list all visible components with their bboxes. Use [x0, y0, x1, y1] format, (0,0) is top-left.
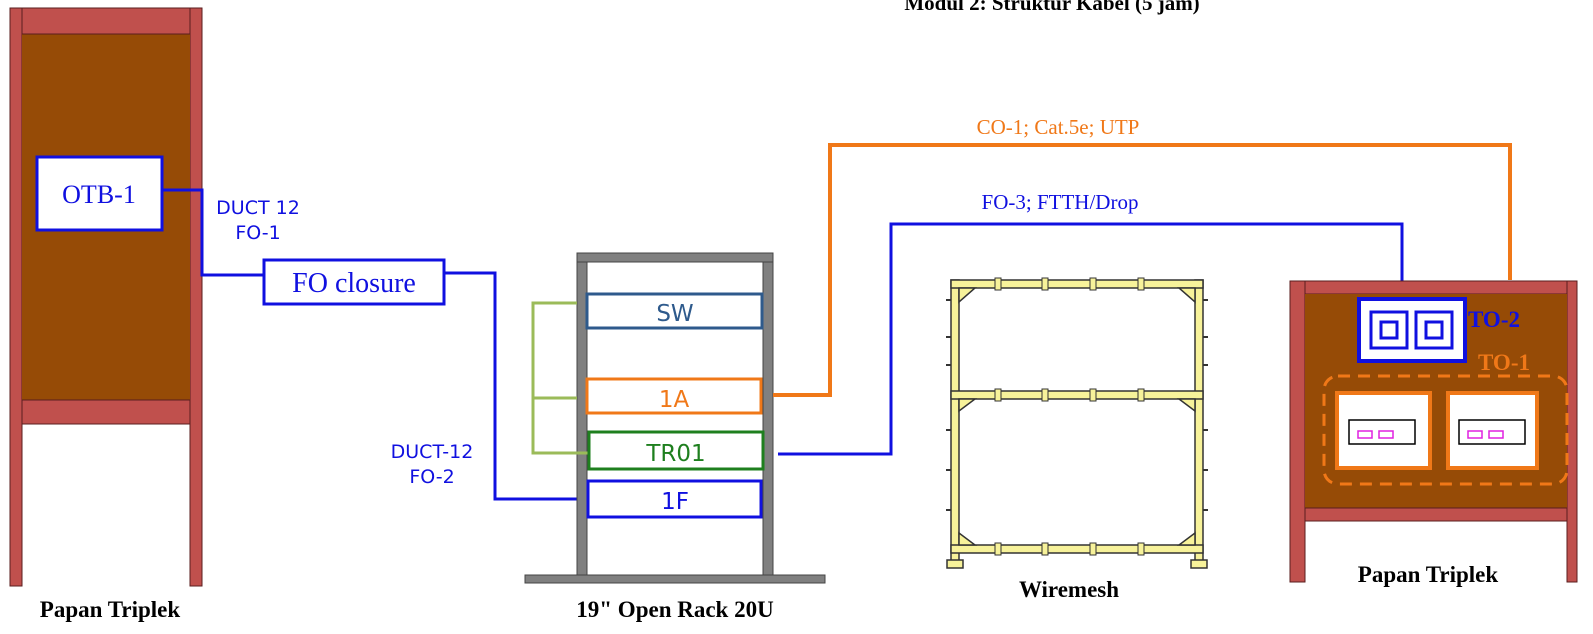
duct-top-label: DUCT 12 [216, 197, 300, 219]
rack-unit-1a-label: 1A [659, 387, 690, 413]
wiremesh-gusset [958, 398, 978, 413]
open-rack [524, 252, 826, 584]
duct-bottom-label: DUCT-12 [391, 441, 474, 463]
wiremesh-foot [1190, 559, 1208, 569]
left-board [9, 7, 203, 587]
wiremesh-clip [994, 542, 1002, 556]
fo-closure-label: FO closure [292, 268, 416, 299]
wiremesh-clip [1041, 277, 1049, 291]
wiremesh-clips [994, 277, 1145, 556]
left-board-post-left [9, 7, 23, 587]
fiber-cable-label: FO-3; FTTH/Drop [982, 190, 1139, 214]
wiremesh-clip [1041, 388, 1049, 402]
rack-unit-1a [585, 377, 763, 415]
right-board-post-left [1289, 280, 1306, 583]
wiremesh-gusset [1177, 287, 1196, 304]
to1-socket-right-pin [1488, 430, 1504, 439]
wiremesh-middle-bar [950, 390, 1204, 400]
right-board-label: Papan Triplek [1358, 562, 1499, 587]
rack-unit-tr01 [587, 430, 765, 471]
left-board-bottom-rail [21, 399, 191, 425]
rack-unit-1f [586, 479, 763, 519]
to1-socket-right-pin [1467, 430, 1483, 439]
duct-bottom-fo-label: FO-2 [409, 466, 454, 488]
wiremesh-clip [1137, 542, 1145, 556]
wiremesh-clip [1089, 277, 1097, 291]
wiremesh-bottom-bar [950, 544, 1204, 554]
left-board-top-rail [21, 7, 191, 35]
wiremesh-gusset [1176, 398, 1196, 413]
wiremesh-right-post [1194, 279, 1204, 566]
left-board-label: Papan Triplek [40, 597, 181, 622]
copper-cable-label: CO-1; Cat.5e; UTP [977, 115, 1140, 139]
wiremesh-clip [1137, 277, 1145, 291]
wiremesh-left-post [950, 279, 960, 566]
otb-label: OTB-1 [62, 180, 136, 209]
wiremesh-clip [994, 388, 1002, 402]
wiremesh-frame [946, 279, 1208, 569]
to1-label: TO-1 [1478, 350, 1530, 375]
to1-group-outline [1322, 374, 1569, 486]
rack-base [524, 574, 826, 584]
wiremesh-clip [1137, 388, 1145, 402]
rack-top [576, 252, 774, 263]
wiremesh-clip [1089, 542, 1097, 556]
to1-socket-left-pin [1357, 430, 1373, 439]
rack-unit-sw [585, 292, 764, 330]
patch-cord-1a-tr01 [531, 396, 588, 455]
to2-label: TO-2 [1468, 307, 1520, 332]
wiremesh-foot [946, 559, 964, 569]
wiremesh-gusset [958, 287, 977, 304]
duct-top-fo-label: FO-1 [235, 222, 280, 244]
right-board-post-right [1566, 280, 1578, 583]
otb-box [35, 155, 164, 232]
rack-label: 19" Open Rack 20U [576, 597, 774, 622]
right-board-bottom-rail [1304, 507, 1568, 522]
to1-socket-left-pin [1378, 430, 1394, 439]
rack-unit-1f-label: 1F [661, 489, 689, 515]
rack-rail-right [762, 252, 774, 576]
patch-cord-sw-1a [531, 301, 577, 400]
to2-port-right-core [1424, 320, 1444, 340]
wiremesh-side-ticks [946, 299, 1208, 511]
wiremesh-clip [1089, 388, 1097, 402]
fiber-cable [778, 222, 1404, 456]
page-title: Modul 2: Struktur Kabel (5 jam) [904, 0, 1199, 15]
fo2-link [444, 271, 588, 501]
to2-port-left-core [1379, 320, 1399, 340]
wiremesh-top-bar [950, 279, 1204, 289]
wiremesh-gusset [1176, 531, 1196, 546]
rack-unit-sw-label: SW [656, 301, 693, 327]
wiremesh-clip [994, 277, 1002, 291]
rack-unit-tr01-label: TR01 [645, 441, 705, 467]
right-board-top-rail [1304, 280, 1568, 295]
fo-closure-box [262, 258, 446, 306]
wiremesh-label: Wiremesh [1019, 577, 1119, 602]
wiremesh-gusset [958, 531, 978, 546]
left-board-post-right [189, 7, 203, 587]
wiremesh-clip [1041, 542, 1049, 556]
fo1-link [162, 188, 264, 277]
copper-cable [773, 143, 1512, 397]
